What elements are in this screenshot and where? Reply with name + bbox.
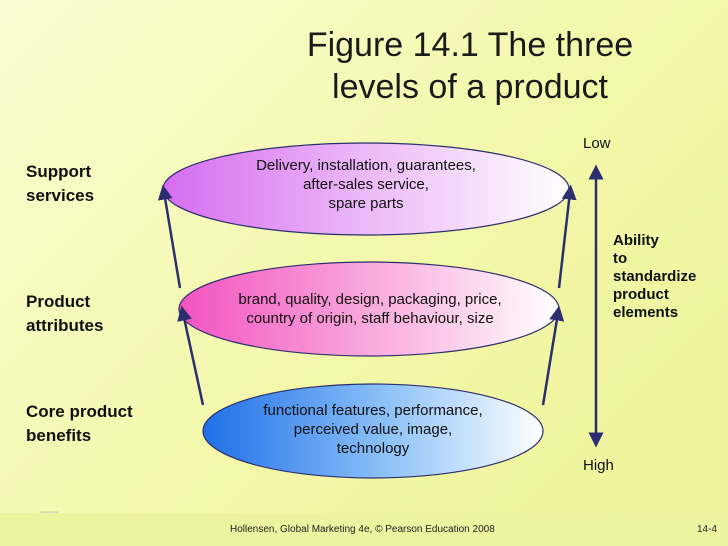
core-product-benefits-label: Core product benefits: [26, 402, 133, 445]
left-arrow-lower: [177, 305, 205, 406]
core-benefits-ellipse: [202, 383, 544, 479]
slide-footer: [0, 513, 728, 546]
scale-high-label: High: [583, 457, 614, 474]
footer-page-number: 14-4: [697, 524, 718, 535]
right-arrow-lower: [541, 305, 565, 406]
left-arrow-upper: [157, 184, 182, 289]
support-services-text: Delivery, installation, guarantees, afte…: [256, 157, 476, 212]
product-attributes-text: brand, quality, design, packaging, price…: [238, 291, 502, 327]
right-arrow-upper: [557, 184, 577, 289]
footer-credit: Hollensen, Global Marketing 4e, © Pearso…: [230, 524, 495, 535]
core-benefits-text: functional features, performance, percei…: [263, 402, 483, 457]
ability-to-standardize-label: Ability to standardize product elements: [613, 232, 697, 321]
scale-low-label: Low: [583, 135, 611, 152]
product-attributes-label: Product attributes: [26, 292, 104, 335]
support-services-label: Support services: [26, 162, 95, 205]
slide-title: Figure 14.1 The three levels of a produc…: [306, 26, 634, 106]
